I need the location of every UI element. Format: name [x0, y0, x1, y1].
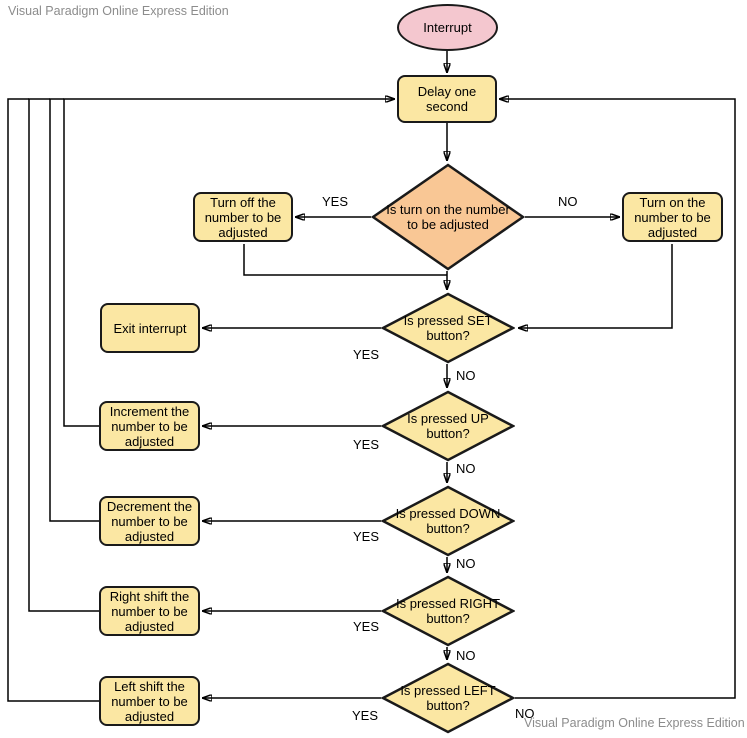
- node-exit-interrupt[interactable]: Exit interrupt: [100, 303, 200, 353]
- decision-is-down[interactable]: Is pressed DOWN button?: [381, 485, 515, 557]
- edge-left-shift-loop: [7, 98, 99, 702]
- label-turn-check-yes: YES: [322, 194, 349, 209]
- node-interrupt[interactable]: Interrupt: [397, 4, 498, 51]
- decision-is-turn-on-label: Is turn on the number to be adjusted: [386, 202, 510, 232]
- decision-is-turn-on[interactable]: Is turn on the number to be adjusted: [371, 163, 525, 271]
- node-delay-label: Delay one second: [417, 84, 477, 114]
- decision-is-set[interactable]: Is pressed SET button?: [381, 292, 515, 364]
- diamond-shape: [381, 662, 515, 734]
- diamond-shape: [381, 485, 515, 557]
- edge-turn-off-merge: [243, 244, 447, 276]
- decision-is-right[interactable]: Is pressed RIGHT button?: [381, 575, 515, 647]
- node-turn-off-label: Turn off the number to be adjusted: [204, 194, 282, 240]
- label-down-no: NO: [456, 556, 476, 571]
- edge-increment-loop: [63, 99, 395, 427]
- diamond-shape: [371, 163, 525, 271]
- node-turn-on[interactable]: Turn on the number to be adjusted: [622, 192, 723, 242]
- edge-turn-on-to-set-check: [518, 244, 673, 328]
- node-decrement[interactable]: Decrement the number to be adjusted: [99, 496, 200, 546]
- label-up-no: NO: [456, 461, 476, 476]
- edge-right-shift-loop: [28, 98, 99, 612]
- diamond-shape: [381, 390, 515, 462]
- node-increment-label: Increment the number to be adjusted: [109, 403, 190, 449]
- edge-decrement-loop: [49, 98, 99, 522]
- node-turn-on-label: Turn on the number to be adjusted: [634, 194, 711, 240]
- node-exit-interrupt-label: Exit interrupt: [113, 320, 187, 336]
- decision-is-up-label: Is pressed UP button?: [407, 411, 489, 441]
- node-decrement-label: Decrement the number to be adjusted: [106, 498, 193, 544]
- node-left-shift-label: Left shift the number to be adjusted: [111, 678, 188, 724]
- decision-is-left-label: Is pressed LEFT button?: [400, 683, 496, 713]
- node-increment[interactable]: Increment the number to be adjusted: [99, 401, 200, 451]
- diamond-shape: [381, 575, 515, 647]
- label-turn-check-no: NO: [558, 194, 578, 209]
- label-right-no: NO: [456, 648, 476, 663]
- node-turn-off[interactable]: Turn off the number to be adjusted: [193, 192, 293, 242]
- node-right-shift-label: Right shift the number to be adjusted: [109, 588, 190, 634]
- decision-is-left[interactable]: Is pressed LEFT button?: [381, 662, 515, 734]
- decision-is-down-label: Is pressed DOWN button?: [395, 506, 501, 536]
- label-left-yes: YES: [352, 708, 379, 723]
- decision-is-right-label: Is pressed RIGHT button?: [395, 596, 501, 626]
- label-down-yes: YES: [353, 529, 380, 544]
- node-left-shift[interactable]: Left shift the number to be adjusted: [99, 676, 200, 726]
- edge-left-no-loop-to-delay: [499, 99, 736, 699]
- label-set-yes: YES: [353, 347, 380, 362]
- label-right-yes: YES: [353, 619, 380, 634]
- watermark-top-left: Visual Paradigm Online Express Edition: [8, 4, 229, 18]
- decision-is-up[interactable]: Is pressed UP button?: [381, 390, 515, 462]
- node-delay[interactable]: Delay one second: [397, 75, 497, 123]
- label-left-no: NO: [515, 706, 535, 721]
- diamond-shape: [381, 292, 515, 364]
- node-right-shift[interactable]: Right shift the number to be adjusted: [99, 586, 200, 636]
- watermark-bottom-right: Visual Paradigm Online Express Edition: [524, 716, 745, 730]
- label-up-yes: YES: [353, 437, 380, 452]
- decision-is-set-label: Is pressed SET button?: [403, 313, 493, 343]
- label-set-no: NO: [456, 368, 476, 383]
- node-interrupt-label: Interrupt: [423, 20, 472, 35]
